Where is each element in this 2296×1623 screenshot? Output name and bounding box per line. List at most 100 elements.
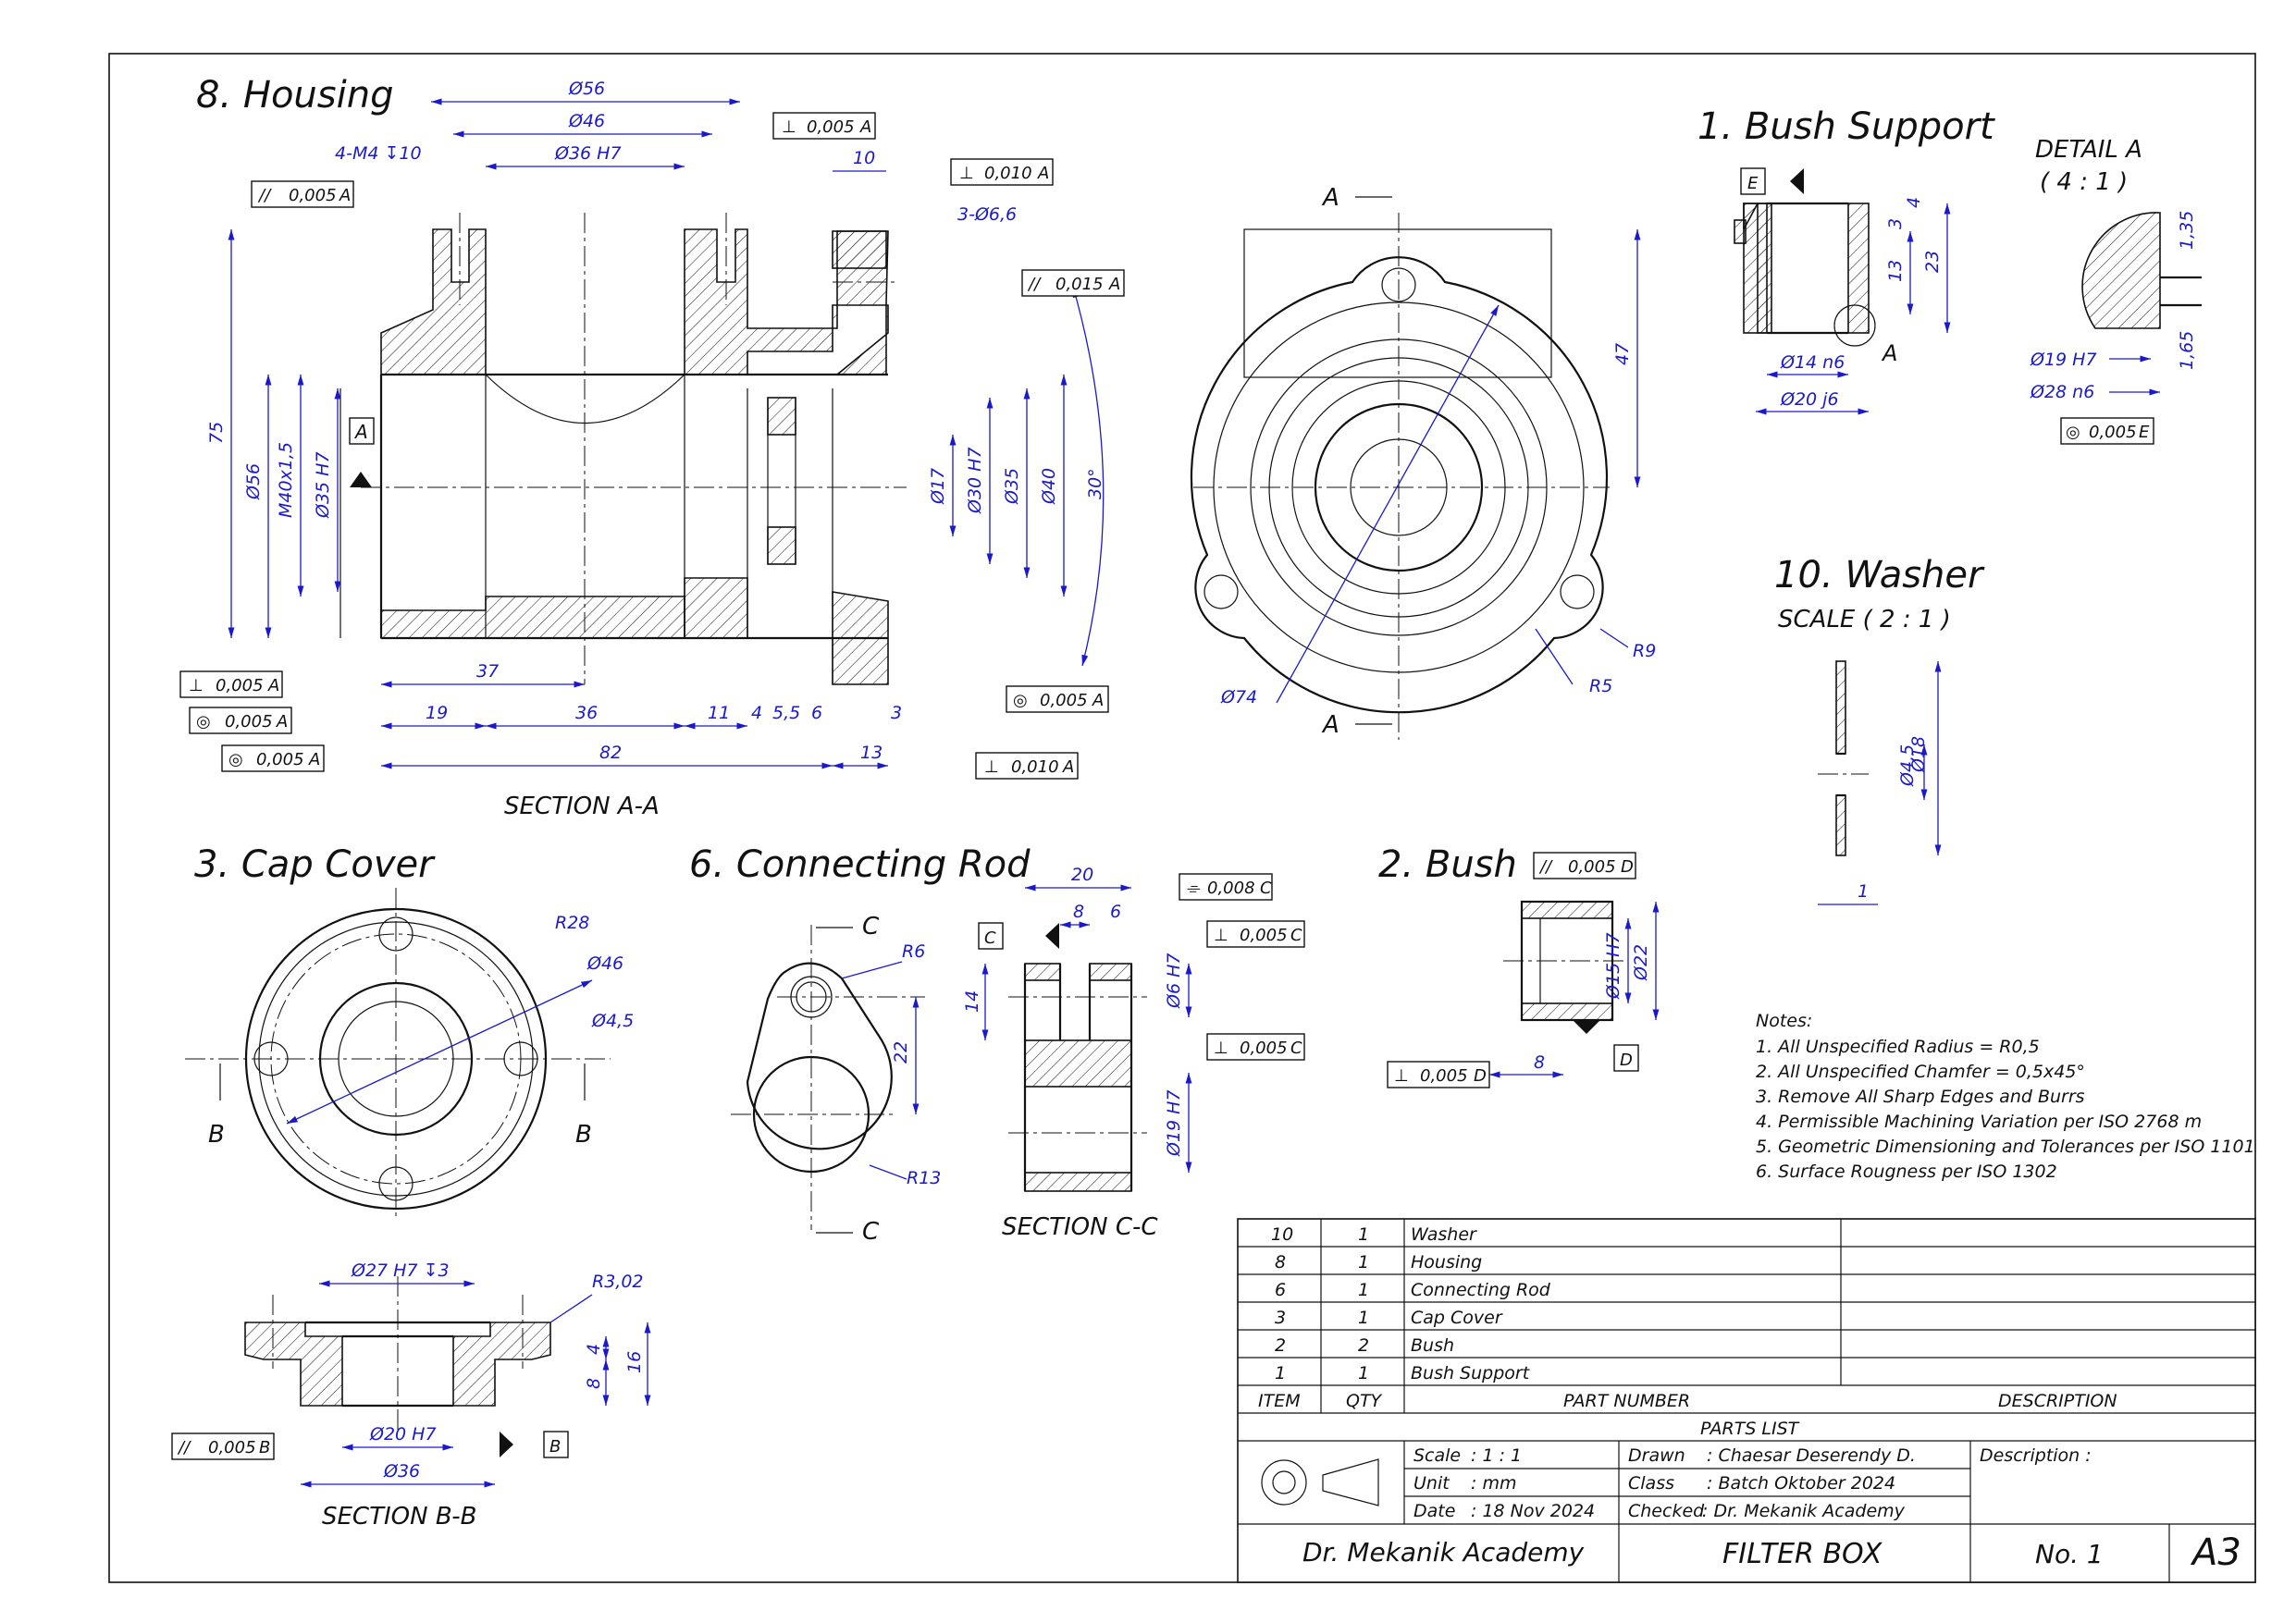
svg-text:0,005: 0,005 — [216, 676, 264, 695]
svg-text:A: A — [1321, 184, 1339, 212]
svg-text:1: 1 — [1358, 1224, 1369, 1245]
svg-text:Notes:: Notes: — [1756, 1011, 1812, 1031]
svg-text:SECTION B-B: SECTION B-B — [322, 1503, 476, 1531]
svg-text:4: 4 — [751, 703, 762, 723]
svg-text:R3,02: R3,02 — [592, 1272, 644, 1292]
svg-text:: 18 Nov 2024: : 18 Nov 2024 — [1471, 1501, 1595, 1521]
svg-text:Bush: Bush — [1411, 1335, 1454, 1356]
svg-text:75: 75 — [206, 422, 227, 444]
svg-text:A: A — [1092, 691, 1104, 710]
svg-text:Description :: Description : — [1980, 1445, 2092, 1466]
notes-block: Notes: 1. All Unspecified Radius = R0,5 … — [1756, 1011, 2255, 1182]
svg-text:4: 4 — [1904, 197, 1924, 208]
svg-text:3. Remove All Sharp Edges and: 3. Remove All Sharp Edges and Burrs — [1756, 1087, 2085, 1107]
svg-text:⌯: ⌯ — [1186, 879, 1201, 898]
svg-text:D: D — [1621, 857, 1634, 877]
title-block: Scale : 1 : 1 Unit : mm Date : 18 Nov 20… — [1238, 1441, 2255, 1582]
bush-view: 2. Bush Ø15 H7 Ø22 8 // 0,005 D ⊥ 0,005 … — [1378, 843, 1660, 1088]
svg-text:1,35: 1,35 — [2177, 211, 2197, 250]
svg-text:6. Surface Rougness per ISO 13: 6. Surface Rougness per ISO 1302 — [1756, 1162, 2057, 1182]
svg-text:13: 13 — [860, 743, 883, 763]
svg-text:Ø18: Ø18 — [1908, 736, 1929, 773]
svg-text:3-Ø6,6: 3-Ø6,6 — [957, 204, 1017, 225]
svg-text:SECTION C-C: SECTION C-C — [1002, 1213, 1158, 1241]
svg-text:23: 23 — [1922, 251, 1943, 273]
svg-text://: // — [257, 186, 272, 205]
svg-text:Ø30 H7: Ø30 H7 — [965, 447, 985, 514]
svg-text:Ø15 H7: Ø15 H7 — [1603, 932, 1623, 1000]
drawing-number: No. 1 — [2035, 1539, 2104, 1569]
housing-wall-lower-right — [684, 577, 748, 639]
svg-text:( 4 : 1 ): ( 4 : 1 ) — [2040, 168, 2128, 196]
washer-view: 10. Washer SCALE ( 2 : 1 ) Ø4,5 Ø18 1 — [1774, 554, 1985, 905]
svg-text:0,005: 0,005 — [1240, 1039, 1288, 1058]
housing-flange-right-top — [832, 230, 887, 269]
svg-text:SCALE ( 2 : 1 ): SCALE ( 2 : 1 ) — [1778, 606, 1951, 633]
svg-text:C: C — [1260, 879, 1272, 898]
svg-text:0,005: 0,005 — [1040, 691, 1088, 710]
svg-text:Ø35: Ø35 — [1002, 468, 1022, 505]
svg-text:0,005: 0,005 — [1568, 857, 1616, 877]
svg-text:Ø36: Ø36 — [383, 1461, 420, 1482]
svg-text://: // — [177, 1438, 191, 1457]
svg-text:R28: R28 — [555, 913, 589, 933]
svg-text:36: 36 — [575, 703, 598, 723]
svg-text:Ø4,5: Ø4,5 — [591, 1011, 634, 1031]
svg-text:3: 3 — [1275, 1308, 1286, 1328]
svg-text:14: 14 — [962, 990, 982, 1013]
svg-text:A: A — [859, 117, 871, 137]
svg-text:3: 3 — [1885, 218, 1906, 229]
svg-text:C: C — [862, 913, 880, 941]
svg-text:⊥: ⊥ — [984, 757, 999, 777]
svg-text://: // — [1538, 857, 1553, 877]
housing-wall-upper — [380, 228, 487, 375]
svg-text:10. Washer: 10. Washer — [1774, 554, 1985, 596]
svg-text:A: A — [1037, 164, 1049, 183]
svg-text:6: 6 — [1110, 902, 1121, 922]
svg-text:Ø4,5: Ø4,5 — [1897, 744, 1918, 787]
svg-text:1: 1 — [1358, 1363, 1369, 1383]
svg-text:8: 8 — [1275, 1252, 1286, 1273]
svg-text:C: C — [1290, 926, 1302, 945]
housing-title: 8. Housing — [196, 74, 393, 117]
svg-text:4. Permissible Machining Varia: 4. Permissible Machining Variation per I… — [1756, 1112, 2202, 1132]
housing-section-view: 8. Housing — [196, 74, 907, 685]
svg-text:Class: Class — [1628, 1473, 1674, 1494]
projection-symbol — [1261, 1459, 1307, 1506]
svg-text:A: A — [267, 676, 279, 695]
connecting-rod-section: 20 8 6 Ø6 H7 14 Ø19 H7 C ⌯ 0,008 C ⊥ 0,0… — [962, 865, 1305, 1241]
svg-text:Cap Cover: Cap Cover — [1411, 1308, 1503, 1328]
svg-text:Washer: Washer — [1411, 1224, 1477, 1245]
svg-text:A: A — [1881, 340, 1897, 366]
svg-text:2: 2 — [1275, 1335, 1286, 1356]
svg-text:Ø56: Ø56 — [243, 463, 264, 500]
svg-text:A: A — [1321, 711, 1339, 739]
company-name: Dr. Mekanik Academy — [1302, 1537, 1585, 1568]
parts-list-table: 10 1 Washer 8 1 Housing 6 1 Connecting R… — [1237, 1218, 2256, 1583]
housing-gdt-frames: 0,005//A 0,005⊥A 0,010⊥A 0,015//A 0,005⊥… — [179, 112, 1125, 780]
svg-text:Bush Support: Bush Support — [1411, 1363, 1531, 1383]
svg-text:Housing: Housing — [1411, 1252, 1482, 1273]
svg-text:4-M4 ↧10: 4-M4 ↧10 — [335, 143, 422, 164]
housing-insert-hatch-2 — [767, 526, 796, 565]
svg-text:C: C — [984, 928, 996, 948]
svg-text:3. Cap Cover: 3. Cap Cover — [194, 843, 436, 886]
svg-text:8: 8 — [584, 1378, 604, 1389]
svg-text:Ø19 H7: Ø19 H7 — [2030, 350, 2097, 370]
housing-insert-hatch-1 — [767, 397, 796, 436]
bush-support-title: 1. Bush Support — [1697, 105, 1995, 148]
svg-text:Drawn: Drawn — [1628, 1445, 1685, 1466]
svg-text:ITEM: ITEM — [1258, 1391, 1301, 1411]
svg-text:Ø40: Ø40 — [1039, 468, 1059, 505]
svg-text:0,008: 0,008 — [1207, 879, 1255, 898]
svg-text:A: A — [353, 421, 368, 443]
housing-dimensions: Ø56 Ø46 Ø36 H7 4-M4 ↧10 10 3-Ø6,6 75 Ø56… — [206, 79, 1105, 820]
svg-text:R13: R13 — [907, 1168, 941, 1188]
svg-text:⊥: ⊥ — [782, 117, 796, 137]
svg-text:11: 11 — [708, 703, 730, 723]
svg-text:B: B — [549, 1437, 561, 1457]
drawing-title: FILTER BOX — [1722, 1538, 1883, 1570]
svg-text:13: 13 — [1885, 260, 1906, 282]
svg-text:DETAIL A: DETAIL A — [2035, 136, 2142, 164]
